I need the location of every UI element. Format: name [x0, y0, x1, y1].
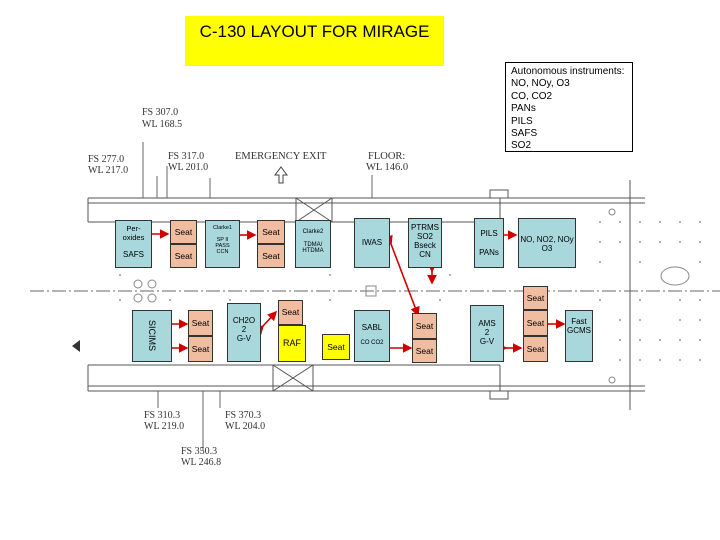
legend-item: SO2 [511, 140, 532, 152]
wl-201-label: WL 201.0 [168, 162, 209, 173]
rack-label: Fast [571, 317, 587, 326]
emergency-exit-label: EMERGENCY EXIT [235, 151, 327, 162]
fs-350-label: FS 350.3 [181, 446, 218, 457]
legend-item: PILS [511, 115, 533, 127]
rack-label: O3 [541, 244, 553, 253]
sicims-rack: SICIMS [132, 310, 172, 362]
rack-label: G-V [236, 334, 252, 343]
rack-label: 2 [241, 325, 247, 334]
ch2o-gv-rack: CH2O 2 G-V [227, 303, 261, 362]
wl-246-label: WL 246.8 [181, 457, 222, 468]
autonomous-instruments-legend: Autonomous instruments: NO, NOy, O3 CO, … [505, 62, 633, 152]
floor-label: FLOOR: [368, 151, 406, 162]
rack-label: PANs [479, 248, 499, 257]
fast-gcms-rack: Fast GCMS [565, 310, 593, 362]
seat: Seat [257, 220, 285, 244]
seat: Seat [412, 313, 437, 339]
rack-label: GCMS [567, 326, 591, 335]
rack-label: SP II [216, 237, 229, 243]
rack-label: HTDMA [302, 248, 324, 254]
rack-label: Clarke2 [302, 229, 324, 235]
clarke2-rack: Clarke2 TDMA/ HTDMA [295, 220, 331, 268]
seat: Seat [170, 244, 197, 268]
rack-label: Per- [126, 224, 141, 233]
rack-label: SICIMS [147, 320, 157, 352]
seat: Seat [257, 244, 285, 268]
sabl-co-co2-rack: SABL CO CO2 [354, 310, 390, 362]
seat: Seat [523, 286, 548, 310]
legend-item: SAFS [511, 128, 538, 140]
legend-item: NO, NOy, O3 [511, 78, 570, 90]
fs-310-label: FS 310.3 [144, 410, 181, 421]
fs-317-label: FS 317.0 [168, 151, 205, 162]
rack-label: AMS [478, 319, 496, 328]
rack-label: 2 [484, 328, 490, 337]
wl-168-label: WL 168.5 [142, 119, 183, 130]
page-title: C-130 LAYOUT FOR MIRAGE [185, 16, 444, 66]
legend-item: PANs [511, 103, 536, 115]
rack-label: SO2 [416, 232, 433, 241]
wl-219-label: WL 219.0 [144, 421, 185, 432]
legend-item: CO, CO2 [511, 90, 553, 102]
ptrms-rack: PTRMS SO2 Bseck CN [408, 218, 442, 268]
seat: Seat [322, 334, 350, 360]
pils-pans-rack: PILS PANs [474, 218, 504, 268]
rack-label: CO CO2 [360, 340, 384, 346]
ams-gv-rack: AMS 2 G-V [470, 305, 504, 362]
no-noy-o3-rack: NO, NO2, NOy O3 [518, 218, 576, 268]
wl-146-label: WL 146.0 [366, 162, 409, 173]
wl-204-label: WL 204.0 [225, 421, 266, 432]
seat: Seat [278, 300, 303, 325]
rack-label: oxides [122, 233, 145, 242]
clarke1-rack: Clarke1 SP II PASS CCN [205, 220, 240, 268]
iwas-rack: IWAS [354, 218, 390, 268]
legend-heading: Autonomous instruments: [511, 66, 625, 77]
seat: Seat [523, 336, 548, 362]
rack-label: CN [419, 250, 431, 259]
rack-label: Clarke1 [213, 225, 232, 231]
rack-label: CH2O [232, 316, 256, 325]
rack-label: Bseck [414, 241, 436, 250]
connection-arrows [143, 229, 566, 353]
rack-label: NO, NO2, NOy [520, 235, 574, 244]
raf-rack: RAF [278, 325, 306, 362]
peroxides-safs-rack: Per- oxides SAFS [115, 220, 152, 268]
floor-dot-grid [119, 221, 701, 361]
fs-307-label: FS 307.0 [142, 107, 179, 118]
rack-label: SAFS [123, 250, 144, 259]
fs-370-label: FS 370.3 [225, 410, 262, 421]
wl-217-label: WL 217.0 [88, 165, 129, 176]
seat: Seat [523, 310, 548, 336]
rack-label: TDMA/ [303, 242, 323, 248]
rack-label: PILS [480, 229, 498, 238]
rack-label: CCN [216, 249, 229, 255]
seat: Seat [170, 220, 197, 244]
seat: Seat [412, 339, 437, 363]
seat: Seat [188, 310, 213, 336]
rack-label: PASS [215, 243, 230, 249]
seat: Seat [188, 336, 213, 362]
rack-label: SABL [361, 323, 383, 332]
fs-277-label: FS 277.0 [88, 154, 125, 165]
rack-label: PTRMS [411, 223, 439, 232]
rack-label: G-V [479, 337, 495, 346]
